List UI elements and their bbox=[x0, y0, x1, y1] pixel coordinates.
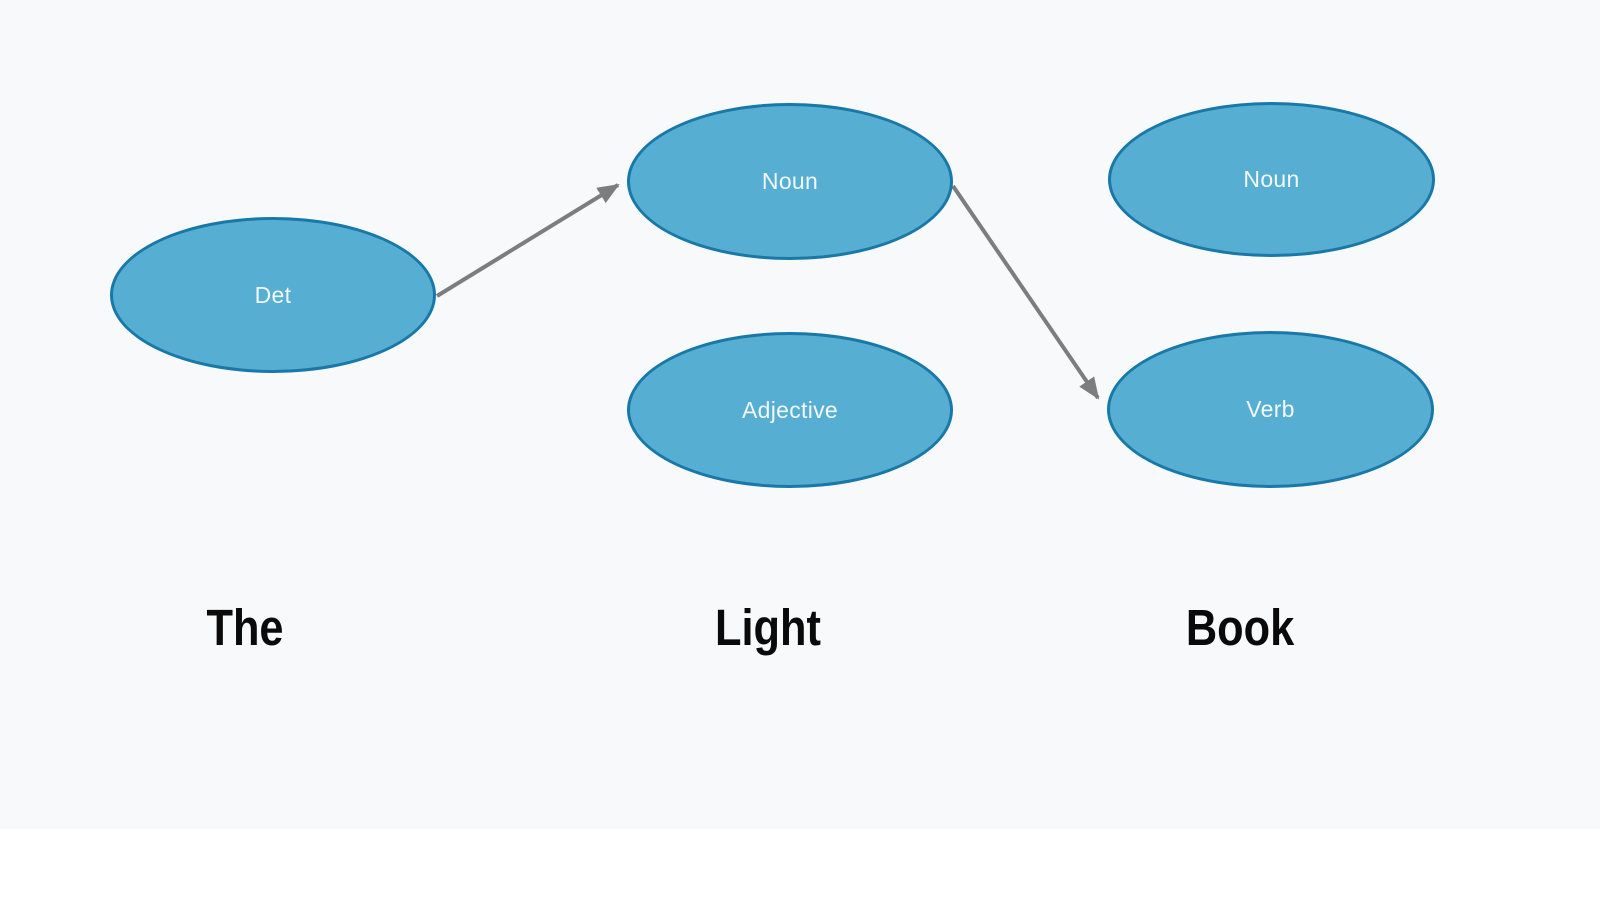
word-the: The bbox=[206, 599, 284, 656]
node-det-label: Det bbox=[254, 281, 292, 308]
word-book: Book bbox=[1185, 599, 1295, 656]
node-noun-book-label: Noun bbox=[1243, 166, 1300, 192]
node-noun-light[interactable]: Noun bbox=[627, 103, 953, 260]
node-verb-label: Verb bbox=[1246, 396, 1295, 422]
node-verb[interactable]: Verb bbox=[1107, 331, 1434, 488]
node-det[interactable]: Det bbox=[110, 217, 436, 373]
edge-det-to-noun bbox=[435, 183, 620, 298]
word-light: Light bbox=[715, 599, 821, 656]
diagram-canvas: Det Noun Noun Adjective Verb The Light B… bbox=[110, 102, 1435, 656]
edge-noun-to-verb bbox=[951, 184, 1100, 400]
node-noun-book[interactable]: Noun bbox=[1108, 102, 1435, 257]
node-noun-light-label: Noun bbox=[761, 168, 819, 194]
node-adjective[interactable]: Adjective bbox=[627, 332, 953, 488]
node-adjective-label: Adjective bbox=[741, 396, 839, 423]
